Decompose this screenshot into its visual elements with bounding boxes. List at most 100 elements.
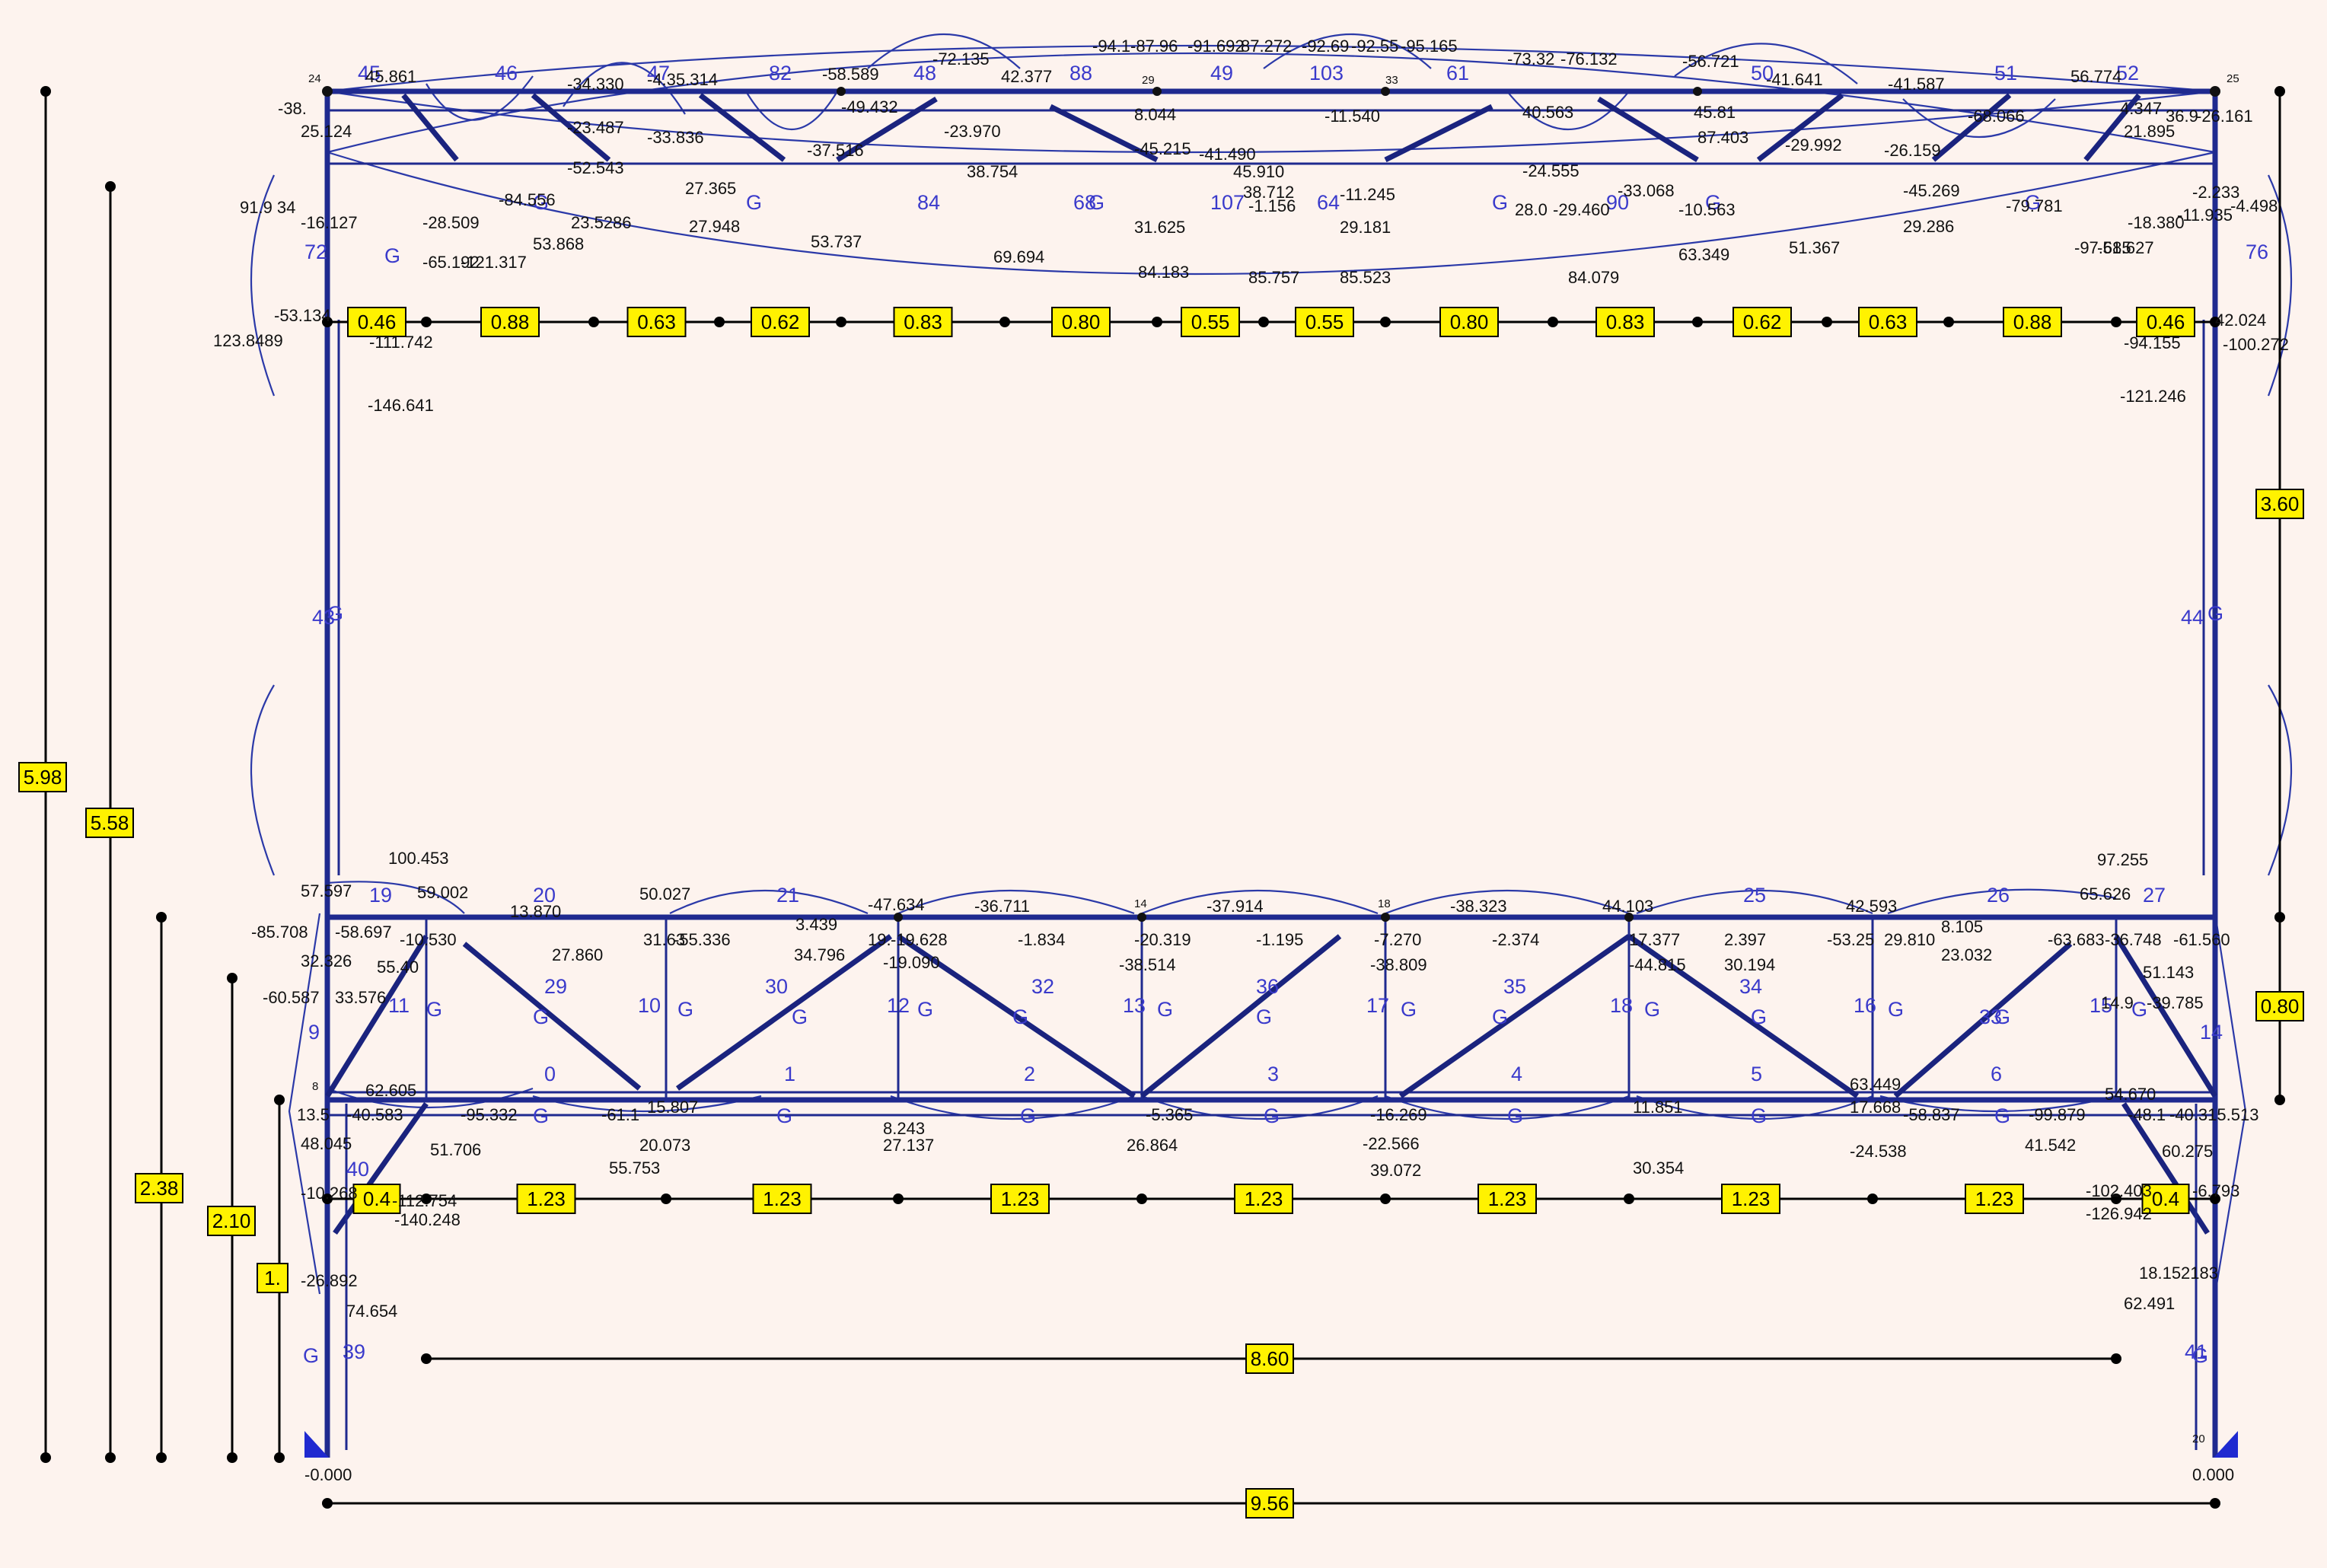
roof-force-value: -16.127 [301, 213, 358, 232]
floor-force-value: 29.810 [1884, 930, 1935, 949]
roof-member-number: 72 [304, 241, 327, 263]
g-tag-label: G [1256, 1005, 1272, 1028]
floor-force-value: 63.449 [1850, 1075, 1901, 1094]
g-tag-label: G [1751, 1005, 1767, 1028]
floor-force-value: 18.152183 [2139, 1264, 2218, 1283]
bottom-segment-value: 1.23 [1975, 1187, 2014, 1210]
bottom-segment-value: 1.23 [763, 1187, 802, 1210]
floor-member-number: 33 [1979, 1005, 2002, 1028]
top-segment-value: 0.55 [1191, 311, 1230, 333]
floor-force-value: -102.403 [2086, 1181, 2152, 1200]
overall-dimension-boxes: 5.98 5.58 2.38 2.10 1. 3.60 0.80 8.60 [18, 489, 2304, 1519]
floor-force-value: 65.626 [2080, 884, 2131, 904]
roof-force-value: -52.543 [567, 158, 624, 177]
floor-member-number: 15 [2090, 994, 2112, 1017]
dim-inner-span: 8.60 [1245, 1343, 1294, 1374]
bottom-segment-box [1234, 1184, 1293, 1214]
roof-force-value: 21.895 [2124, 122, 2175, 141]
floor-force-value: 31.63 [643, 930, 685, 949]
floor-force-value: 8.105 [1941, 917, 1983, 936]
floor-member-number: 2 [1024, 1063, 1035, 1085]
top-segment-box [893, 307, 953, 337]
roof-force-value: -11.540 [1324, 107, 1380, 126]
top-segment-value: 0.88 [491, 311, 530, 333]
top-segment-box [1295, 307, 1354, 337]
roof-member-number: 50 [1751, 62, 1774, 84]
roof-force-value: 45.910 [1233, 162, 1284, 181]
g-tag-label: G [2131, 998, 2147, 1021]
roof-force-value: -33.068 [1618, 181, 1675, 200]
top-segment-box [1595, 307, 1655, 337]
dim-2-10: 2.10 [207, 1206, 256, 1236]
dim-total-height: 5.98 [18, 762, 67, 792]
roof-member-number: 46 [495, 62, 518, 84]
floor-member-number: 3 [1267, 1063, 1279, 1085]
g-tag-label: G [1507, 1104, 1523, 1127]
nodes [322, 86, 2220, 922]
roof-force-value: -121.246 [2120, 387, 2186, 406]
bottom-segment-value: 1.23 [1732, 1187, 1771, 1210]
dim-right-upper: 3.60 [2255, 489, 2304, 519]
roof-force-value: 63.349 [1678, 245, 1729, 264]
right-reaction: 0.000 [2192, 1465, 2234, 1484]
roof-force-value: -45.215 [1134, 139, 1191, 158]
floor-force-value: 62.491 [2124, 1294, 2175, 1313]
floor-force-value: -22.566 [1363, 1134, 1420, 1153]
roof-member-number: 64 [1317, 191, 1340, 214]
floor-force-value: 13.870 [510, 902, 561, 921]
floor-force-value: 20.073 [639, 1136, 690, 1155]
roof-force-value: 38.712 [1243, 183, 1294, 202]
g-tag-label: G [917, 998, 933, 1021]
roof-force-value: 40.563 [1522, 103, 1573, 122]
roof-force-value: 29.286 [1903, 217, 1954, 236]
roof-force-value: 69.694 [993, 247, 1044, 266]
floor-force-value: -1.834 [1018, 930, 1065, 949]
roof-member-number: 49 [1210, 62, 1233, 84]
floor-member-number: 29 [544, 975, 567, 998]
g-tag-label: G [1089, 191, 1105, 214]
floor-force-value: -16.269 [1370, 1105, 1427, 1124]
bottom-segment-box [990, 1184, 1050, 1214]
dim-small-left: 1. [257, 1263, 288, 1293]
roof-force-value: -23.970 [944, 122, 1001, 141]
roof-force-value: 25.124 [301, 122, 352, 141]
roof-force-value: -2.233 [2192, 183, 2239, 202]
floor-force-value: 27.860 [552, 945, 603, 964]
g-tag-label: G [1644, 998, 1660, 1021]
roof-force-value: -33.836 [647, 128, 704, 147]
floor-member-number: 16 [1854, 994, 1876, 1017]
bottom-segment-value: 1.23 [1245, 1187, 1283, 1210]
roof-member-number: 43 [312, 606, 335, 629]
g-tag-label: G [1994, 1005, 2010, 1028]
roof-force-value: -49.432 [841, 97, 898, 116]
roof-force-value: 27.365 [685, 179, 736, 198]
roof-force-value: 56.774 [2070, 67, 2121, 86]
svg-text:2.38: 2.38 [140, 1177, 179, 1200]
floor-force-value: -85.708 [251, 923, 308, 942]
floor-force-value: -20.319 [1134, 930, 1191, 949]
floor-member-number: 14 [2200, 1021, 2223, 1044]
floor-member-number: 26 [1987, 884, 2010, 907]
svg-text:5.98: 5.98 [24, 766, 62, 789]
floor-force-value: -38.809 [1370, 955, 1427, 974]
top-segment-value: 0.63 [1869, 311, 1908, 333]
roof-force-value: -56.721 [1682, 52, 1739, 71]
bottom-segment-value: 1.23 [1001, 1187, 1040, 1210]
top-segment-box [2136, 307, 2195, 337]
roof-force-value: -41.490 [1199, 145, 1256, 164]
top-segment-value: 0.83 [904, 311, 942, 333]
g-tag-label: G [1264, 1104, 1280, 1127]
roof-force-value: -58.589 [822, 65, 879, 84]
roof-force-value: -26.161 [2196, 107, 2253, 126]
roof-member-number: 52 [2116, 62, 2139, 84]
roof-force-value: 27.948 [689, 217, 740, 236]
floor-member-number: 30 [765, 975, 788, 998]
floor-force-value: -1.195 [1256, 930, 1303, 949]
top-segment-box [1732, 307, 1792, 337]
g-tag-label: G [677, 998, 693, 1021]
roof-force-value: 36.9 [2166, 107, 2198, 126]
roof-member-number: 48 [913, 62, 936, 84]
g-tag-label: G [1157, 998, 1173, 1021]
